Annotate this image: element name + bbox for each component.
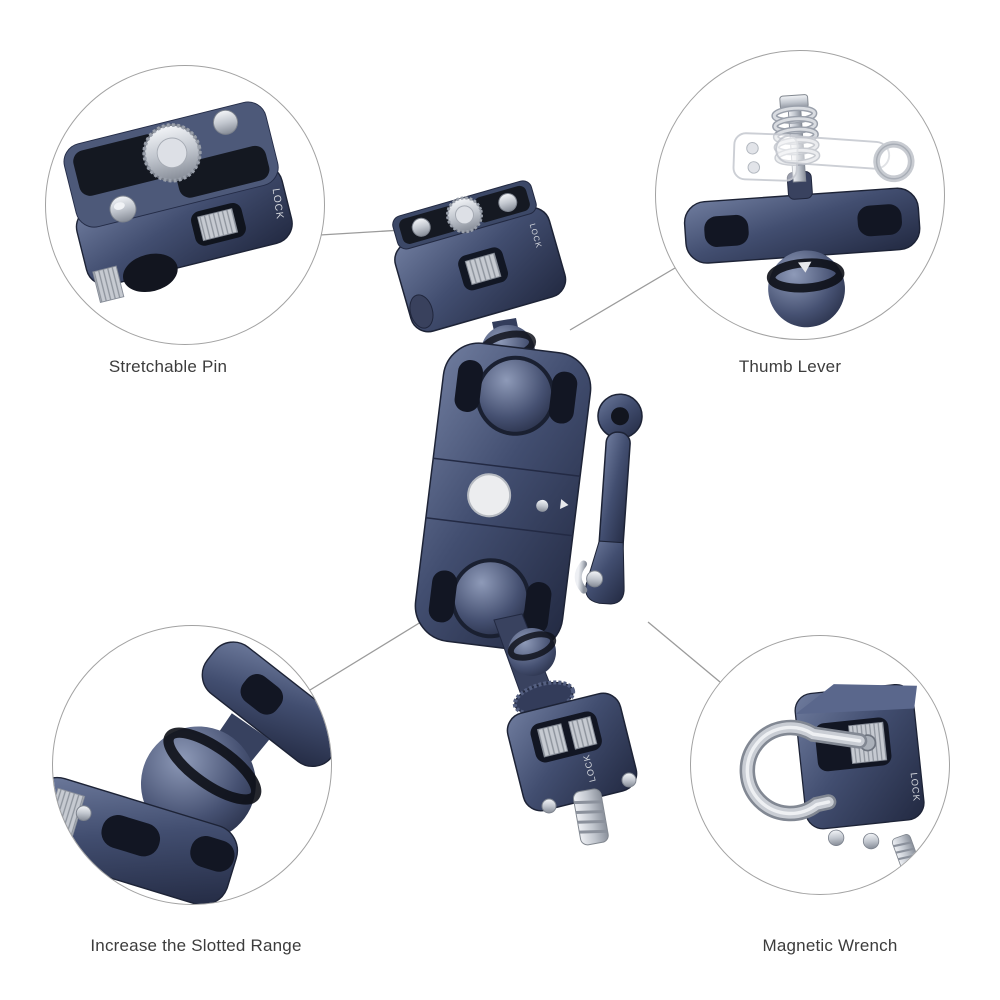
body-bottom-ball [454,562,527,635]
rubber-pad [175,145,270,198]
pin [862,832,880,850]
label-magnetic-wrench: Magnetic Wrench [762,936,898,955]
callout-magnetic-wrench: LOCK [690,635,950,895]
callout-stretchable-pin: LOCK [45,65,325,345]
lower-ball-ring [507,631,557,661]
side-slot [523,582,552,634]
wrench-hook [739,719,868,822]
thumb-lever-part [574,393,643,605]
thumb-lever-detail [683,94,921,328]
leader-line [569,267,676,331]
side-slot [548,371,578,424]
mount-screw [573,788,609,846]
bottom-pin-right [621,772,637,788]
side-slot [428,570,458,623]
slotted-range-detail [53,641,331,904]
top-face [795,684,917,715]
main-body [414,342,592,652]
stretchable-pin-left [411,217,431,237]
label-increase-slotted-range: Increase the Slotted Range [90,936,302,955]
label-stretchable-pin: Stretchable Pin [108,357,228,376]
elongated-slot [190,835,235,872]
lock-ring [409,294,434,329]
side-slot [857,204,902,237]
lock-text: LOCK [270,188,285,221]
stretchable-pin-right [498,192,518,212]
arrow-mark [797,261,812,273]
bottom-mount: LOCK [506,692,638,812]
leader-line [309,613,435,691]
elongated-slot [101,814,161,857]
leader-line [647,621,721,683]
clevis-pin [586,570,604,588]
stretchable-pin-detail: LOCK [63,101,293,304]
lock-text: LOCK [908,772,922,802]
body-top-ball [479,359,552,432]
top-mount: LOCK [392,180,567,333]
ghost-lever [732,132,915,183]
callout-thumb-lever [655,50,945,340]
stretchable-pin [212,109,239,135]
callout-increase-slotted-range [52,625,332,905]
magnetic-wrench-detail: LOCK [739,683,925,872]
pin [827,829,845,847]
side-slot [704,214,749,247]
stretchable-pin [109,195,137,223]
bottom-pin-left [541,798,557,814]
ball-rubber-ring [163,727,262,805]
pivot-pin [536,499,549,512]
center-button [467,473,512,518]
label-thumb-lever: Thumb Lever [738,357,842,376]
pin [75,805,92,822]
clevis [574,560,588,594]
arrow-mark [559,499,569,510]
side-slot [454,360,483,412]
side-slot [240,674,284,715]
